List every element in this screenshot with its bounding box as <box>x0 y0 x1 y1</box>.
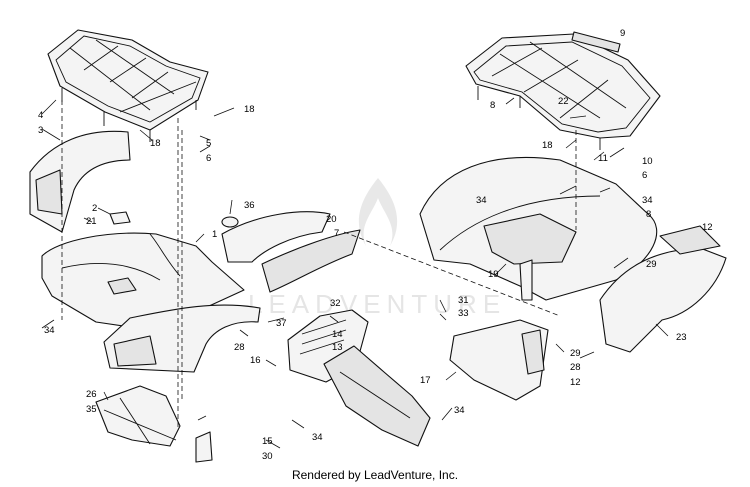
rear-body <box>419 156 658 301</box>
callout-1: 1 <box>212 229 217 240</box>
front-rack <box>47 29 209 142</box>
callout-4: 4 <box>38 110 43 121</box>
callout-6: 6 <box>206 153 211 164</box>
front-splash-panel <box>323 345 431 447</box>
callout-8: 8 <box>646 209 651 220</box>
callout-29: 29 <box>646 259 657 270</box>
callout-18: 18 <box>542 140 553 151</box>
callout-31: 31 <box>458 295 469 306</box>
callout-26: 23 <box>676 332 687 343</box>
watermark-text: LEADVENTURE <box>248 289 506 319</box>
callout-19: 18 <box>244 104 255 115</box>
rear-fender-right <box>599 225 727 353</box>
callout-labels: 4 3 2 21 1 18 5 6 18 34 36 20 7 32 37 28… <box>38 28 713 462</box>
rear-rack <box>465 31 661 150</box>
callout-9: 8 <box>490 100 495 111</box>
callout-18: 16 <box>250 355 261 366</box>
callout-6: 6 <box>642 170 647 181</box>
callout-34: 34 <box>454 405 465 416</box>
callout-23: 20 <box>326 214 337 225</box>
callout-22: 19 <box>488 269 499 280</box>
callout-30: 30 <box>262 451 273 462</box>
front-bumper <box>95 385 213 463</box>
callout-20: 18 <box>150 138 161 149</box>
callout-37: 37 <box>276 318 287 329</box>
leader-lines <box>41 97 669 449</box>
callout-35: 35 <box>86 404 97 415</box>
callout-15: 13 <box>332 342 343 353</box>
side-panel <box>221 211 361 293</box>
callout-32: 32 <box>330 298 341 309</box>
callout-33: 33 <box>458 308 469 319</box>
rear-splash-panel <box>449 319 549 401</box>
callout-28: 28 <box>234 342 245 353</box>
callout-10: 9 <box>620 28 625 39</box>
callout-36: 36 <box>244 200 255 211</box>
callout-17: 15 <box>262 436 273 447</box>
callout-21: 26 <box>86 389 97 400</box>
callout-12: 11 <box>598 153 608 164</box>
callout-7: 7 <box>334 228 339 239</box>
watermark-flame-icon <box>358 178 398 246</box>
callout-16: 14 <box>332 329 343 340</box>
callout-18: 17 <box>420 375 431 386</box>
front-fender-left <box>29 130 131 233</box>
callout-24: 21 <box>86 216 97 227</box>
callout-5: 5 <box>206 138 211 149</box>
callout-13: 12 <box>702 222 713 233</box>
callout-34: 34 <box>312 432 323 443</box>
callout-34: 34 <box>642 195 653 206</box>
callout-25: 22 <box>558 96 569 107</box>
footer-credit: Rendered by LeadVenture, Inc. <box>291 468 459 482</box>
callout-11: 10 <box>642 156 653 167</box>
callout-28: 29 <box>570 348 581 359</box>
callout-3: 3 <box>38 125 43 136</box>
reference-lines <box>61 100 577 430</box>
callout-34: 34 <box>476 195 487 206</box>
watermark: LEADVENTURE <box>248 178 506 319</box>
callout-34: 34 <box>44 325 55 336</box>
callout-2: 2 <box>92 203 97 214</box>
callout-27: 28 <box>570 362 581 373</box>
callout-14: 12 <box>570 377 581 388</box>
